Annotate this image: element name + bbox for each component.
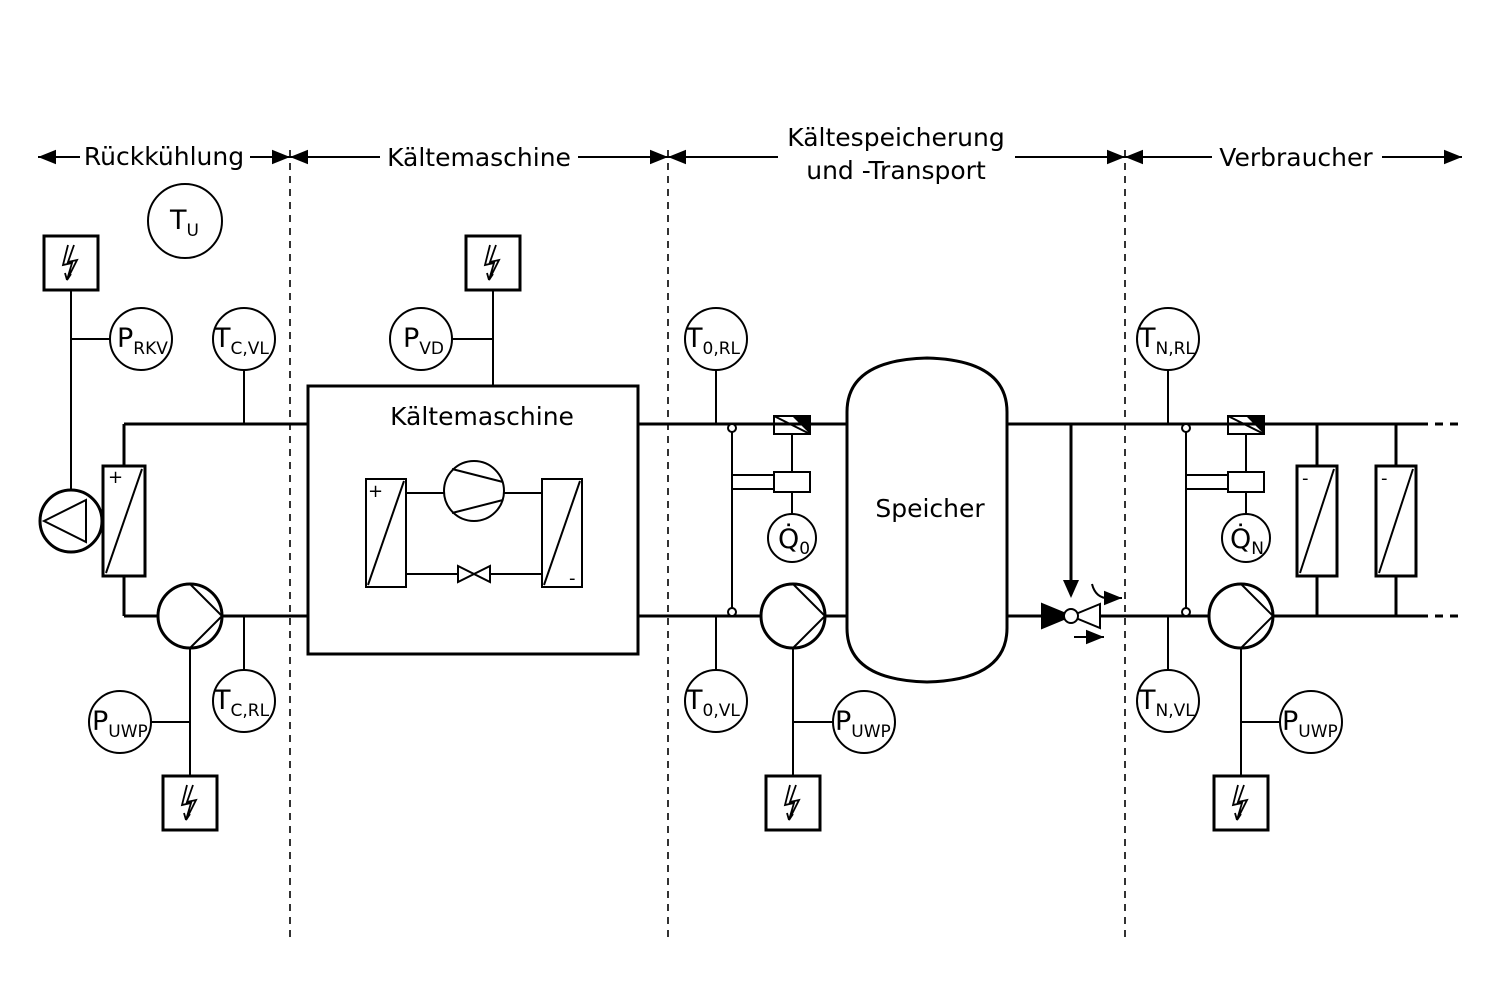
svg-text:TN,RL: TN,RL <box>1138 323 1195 359</box>
minus-sign: - <box>1302 468 1309 489</box>
plus-sign: + <box>368 481 383 502</box>
storage-pump-icon <box>759 582 827 650</box>
sensor-t-c-vl: TC,VL <box>212 307 276 371</box>
piping <box>122 422 1460 618</box>
svg-text:TN,VL: TN,VL <box>1138 685 1195 721</box>
svg-text:PUWP: PUWP <box>835 706 891 742</box>
sensor-p-uwp-vb: PUWP <box>1279 690 1343 754</box>
power-supply-icon <box>1212 774 1270 832</box>
sensor-t-0-rl: T0,RL <box>684 307 748 371</box>
sensor-q-0: Q̇0 <box>767 513 817 563</box>
power-supply-icon <box>764 774 822 832</box>
svg-text:Q̇0: Q̇0 <box>778 523 810 559</box>
storage-tank: Speicher <box>845 356 1009 684</box>
storage-label: Speicher <box>875 494 985 523</box>
power-supply-icon <box>464 234 522 292</box>
cooling-tower-heat-exchanger: + <box>101 464 147 578</box>
section-title: Kältemaschine <box>387 143 571 172</box>
sensor-t-c-rl: TC,RL <box>212 669 276 733</box>
condenser-pump-icon <box>156 582 224 650</box>
section-subtitle: und -Transport <box>806 156 986 185</box>
plus-sign: + <box>108 467 123 488</box>
svg-text:TU: TU <box>169 205 199 241</box>
section-header-kaeltespeicherung: Kältespeicherung und -Transport <box>668 123 1125 185</box>
svg-text:PRKV: PRKV <box>117 323 168 359</box>
svg-text:T0,RL: T0,RL <box>685 323 741 359</box>
section-header-verbraucher: Verbraucher <box>1125 143 1462 172</box>
minus-sign: - <box>569 568 576 589</box>
sensor-t-0-vl: T0,VL <box>684 669 748 733</box>
svg-text:PUWP: PUWP <box>1282 706 1338 742</box>
svg-text:Q̇N: Q̇N <box>1230 523 1264 559</box>
minus-sign: - <box>1381 468 1388 489</box>
power-supply-icon <box>161 774 219 832</box>
sensor-t-n-vl: TN,VL <box>1136 669 1200 733</box>
fan-pump-icon <box>38 488 104 554</box>
chiller-label: Kältemaschine <box>390 402 574 431</box>
power-supply-icon <box>42 234 100 292</box>
three-way-mixing-valve <box>1041 583 1122 645</box>
section-title: Rückkühlung <box>84 142 244 171</box>
svg-text:TC,VL: TC,VL <box>213 323 269 359</box>
sensor-t-n-rl: TN,RL <box>1136 307 1200 371</box>
heat-meter-n <box>1181 415 1265 617</box>
sensor-p-uwp-sp: PUWP <box>832 690 896 754</box>
svg-text:PUWP: PUWP <box>92 706 148 742</box>
heat-meter-0 <box>727 415 811 617</box>
section-header-kaeltemaschine: Kältemaschine <box>290 143 668 172</box>
consumer-coil: - <box>1295 464 1339 578</box>
section-title: Kältespeicherung <box>787 123 1004 152</box>
svg-text:TC,RL: TC,RL <box>213 685 270 721</box>
consumer-coil: - <box>1374 464 1418 578</box>
svg-text:PVD: PVD <box>403 323 444 359</box>
sensor-t-u: TU <box>147 183 223 259</box>
chiller-box: Kältemaschine + - <box>306 384 640 656</box>
section-title: Verbraucher <box>1219 143 1373 172</box>
sensor-q-n: Q̇N <box>1221 513 1271 563</box>
sensor-p-vd: PVD <box>389 307 453 371</box>
consumer-pump-icon <box>1207 582 1275 650</box>
sensor-p-rkv: PRKV <box>109 307 173 371</box>
section-header-rueckkuehlung: Rückkühlung <box>38 142 290 171</box>
svg-text:T0,VL: T0,VL <box>685 685 740 721</box>
sensor-p-uwp-rk: PUWP <box>88 690 152 754</box>
